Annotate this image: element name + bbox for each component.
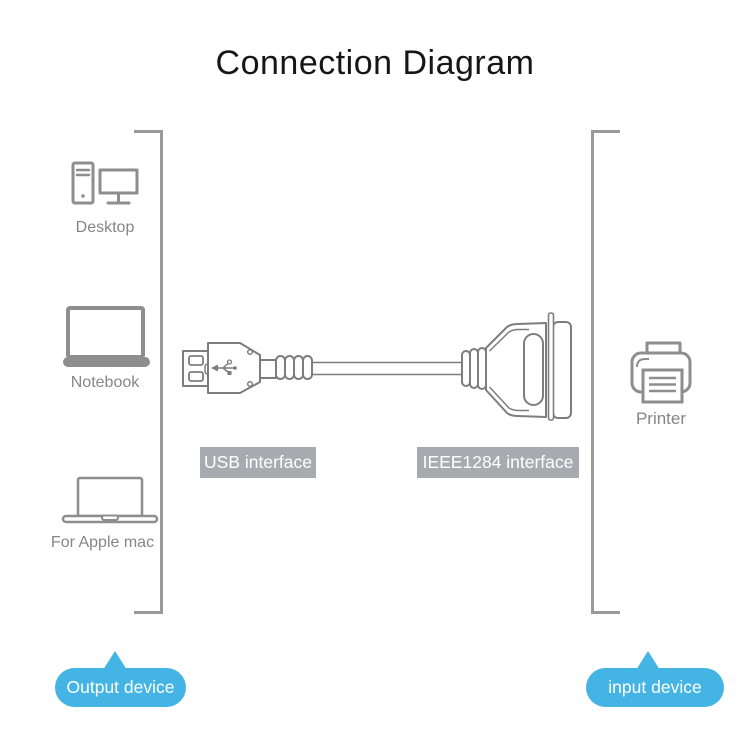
device-apple-mac-label: For Apple mac <box>50 534 155 551</box>
device-notebook-label: Notebook <box>70 374 140 391</box>
output-group-bracket <box>134 130 163 614</box>
input-group-bracket <box>591 130 620 614</box>
usb-to-ieee1284-cable-illustration <box>182 312 572 421</box>
output-device-callout: Output device <box>55 651 186 707</box>
desktop-icon <box>71 161 139 205</box>
device-apple-mac <box>58 472 162 528</box>
callout-tail-up <box>636 651 660 670</box>
usb-trident-icon <box>211 359 237 375</box>
device-desktop-label: Desktop <box>75 219 135 236</box>
printer-icon <box>630 341 692 404</box>
input-device-callout: input device <box>586 651 724 707</box>
device-notebook <box>55 300 155 370</box>
output-device-callout-label: Output device <box>66 677 175 697</box>
callout-tail-up <box>103 651 127 670</box>
device-printer-label: Printer <box>635 409 687 428</box>
ieee1284-interface-badge: IEEE1284 interface <box>417 447 579 478</box>
device-printer <box>628 336 698 408</box>
input-device-callout-label: input device <box>608 677 702 697</box>
macbook-icon <box>61 476 159 524</box>
device-desktop <box>62 150 148 226</box>
page-title: Connection Diagram <box>215 44 535 82</box>
usb-a-plug <box>182 342 313 394</box>
cable-wire <box>312 361 462 376</box>
ieee1284-centronics-plug <box>461 312 572 421</box>
notebook-icon <box>63 306 150 367</box>
usb-interface-badge: USB interface <box>200 447 316 478</box>
